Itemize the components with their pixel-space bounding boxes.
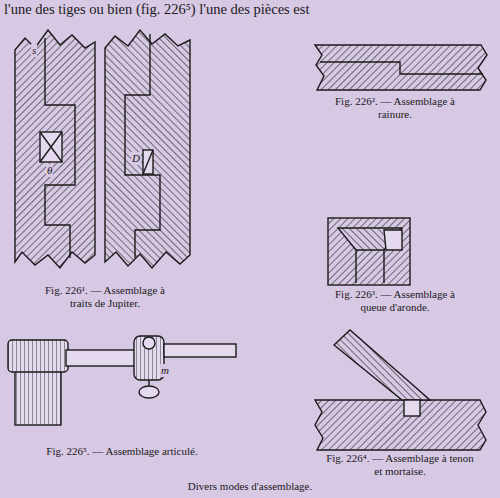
- figure-caption: Fig. 226⁴. — Assemblage à tenon et morta…: [325, 452, 475, 477]
- part-letter: s: [31, 44, 37, 57]
- figure-caption: Fig. 226². — Assemblage à rainure.: [325, 95, 465, 120]
- hinged-joint-figure: [8, 336, 236, 425]
- mortise-tenon-figure: [315, 330, 486, 450]
- dovetail-joint-figure: [328, 218, 410, 285]
- plate-caption: Divers modes d'assemblage.: [0, 480, 500, 493]
- part-letter: D: [131, 152, 141, 165]
- scarf-joint-figure: [15, 30, 190, 268]
- groove-joint-figure: [315, 45, 487, 90]
- running-text: l'une des tiges ou bien (fig. 226⁵) l'un…: [4, 1, 500, 18]
- figure-caption: Fig. 226⁵. — Assemblage articulé.: [22, 445, 222, 458]
- figure-caption: Fig. 226¹. — Assemblage à traits de Jupi…: [35, 284, 175, 309]
- part-letter: m: [160, 364, 170, 377]
- part-letter: θ: [46, 164, 53, 177]
- figure-caption: Fig. 226³. — Assemblage à queue d'aronde…: [325, 288, 465, 313]
